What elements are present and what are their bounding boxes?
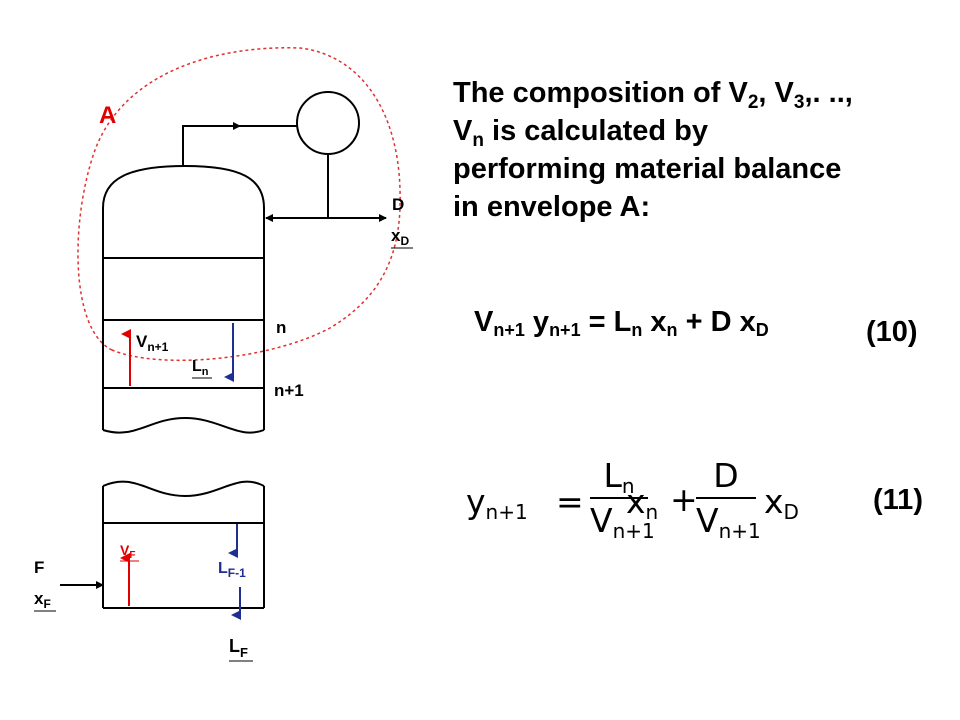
envelope-a-boundary [77,47,401,362]
description-line-2: Vn is calculated by [453,115,708,151]
liquid-down-label: Ln [192,358,209,378]
fraction-2-bar [696,497,756,499]
distillate-composition-label: xD [391,226,409,248]
vapor-up-label: Vn+1 [136,332,169,354]
equation-10-number: (10) [866,316,918,348]
description-line-1: The composition of V2, V3,. .., [453,77,853,113]
upper-column-section [102,164,265,434]
equation-11-xn: xn [626,482,659,524]
equation-11-fraction-1: Ln Vn+1 [590,456,655,543]
equation-11-number: (11) [873,484,923,516]
fraction-2-denominator: Vn+1 [696,501,761,543]
equation-11-xd: xD [764,482,799,524]
equation-11-equals: = [556,482,584,521]
overhead-vapor-line [182,122,241,166]
equation-11-plus: + [670,480,698,519]
description-line-4: in envelope A: [453,191,651,223]
upper-section-break [102,416,265,434]
fraction-1-denominator: Vn+1 [590,501,655,543]
distillation-column-diagram: A D xD n n+1 Vn+1 Ln F xF VF LF-1 [34,47,413,662]
lower-section-break [102,480,265,498]
fraction-2-numerator: D [713,456,739,495]
feed-composition-label: xF [34,589,51,611]
feed-vapor-label: VF [120,542,135,561]
fraction-1-bar [590,497,648,499]
feed-flow-label: F [34,558,44,577]
description-text: The composition of V2, V3,. .., Vn is ca… [453,74,953,226]
liquid-above-feed-label: LF-1 [218,560,246,580]
condenser-circle [296,91,360,155]
equation-11: yn+1 = Ln Vn+1 xn + D Vn+1 xD [466,452,826,552]
envelope-label-a: A [99,102,116,129]
stage-n-label: n [276,318,286,337]
stage-n1-label: n+1 [274,381,304,400]
equation-11-lhs: yn+1 [466,482,528,524]
liquid-below-feed-label: LF [229,636,248,660]
fraction-1-numerator: Ln [603,456,635,498]
description-line-3: performing material balance [453,153,842,185]
equation-11-fraction-2: D Vn+1 [696,456,761,543]
column-top-dome [102,164,265,430]
distillate-flow-label: D [392,195,404,214]
equation-10: Vn+1 yn+1 = Ln xn + D xD [474,306,769,340]
